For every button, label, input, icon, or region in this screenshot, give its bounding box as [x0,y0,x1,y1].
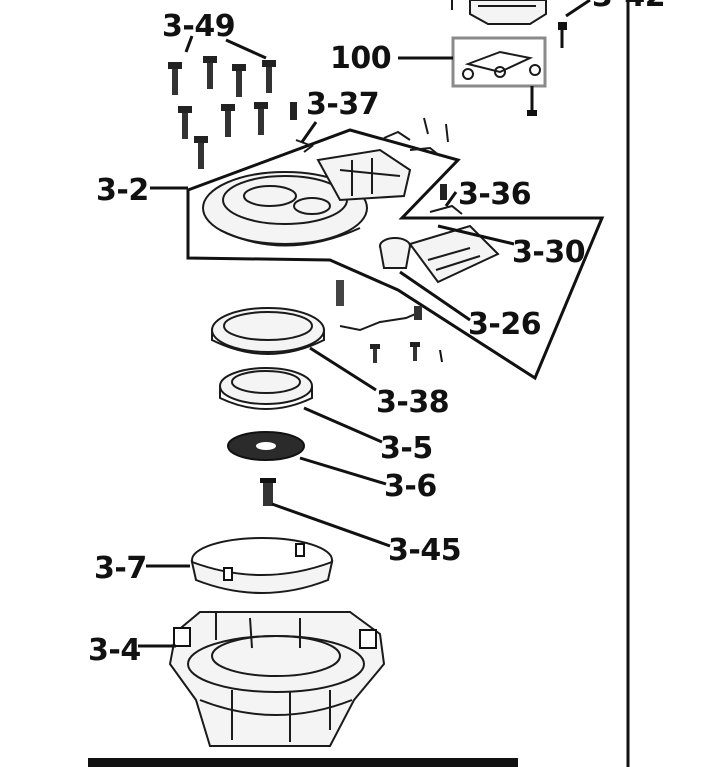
screw-under-100 [527,86,537,116]
assembly-frame-3-2 [186,128,605,381]
part-3-26 [379,237,411,269]
leader-3-36 [444,191,458,207]
base-housing-3-4 [168,611,386,747]
top-cover-part [451,0,547,25]
clip-3-36 [429,184,463,215]
rotor-3-5 [219,367,313,410]
label-3-2: 3-2 [96,173,149,208]
leader-3-26 [399,270,471,322]
screw-3-42 [558,22,567,48]
screw-3-45 [260,478,276,506]
label-3-26: 3-26 [468,307,541,342]
board-3-30 [408,224,500,284]
label-3-49: 3-49 [162,9,235,44]
housing-3-2 [202,148,412,247]
disc-3-6 [227,431,305,461]
leader-3-5 [303,406,383,444]
small-parts-cluster [336,280,443,363]
label-3-4: 3-4 [88,633,141,668]
label-3-5: 3-5 [380,431,433,466]
leader-3-45 [271,502,391,548]
screw-set-3-49 [168,56,276,169]
leader-3-49 [184,35,194,53]
label-3-7: 3-7 [94,551,147,586]
leader-3-49b [225,38,267,60]
label-100: 100 [330,41,391,76]
label-3-38: 3-38 [376,385,449,420]
leader-3-6 [299,456,387,486]
label-3-45: 3-45 [388,533,461,568]
leader-3-30 [437,224,515,246]
label-3-6: 3-6 [384,469,437,504]
label-3-30: 3-30 [512,235,585,270]
leader-3-38 [309,346,377,392]
pins-3-37 [290,102,449,157]
collar-3-7 [190,537,334,594]
leader-3-37 [300,121,318,143]
bottom-bar [88,758,518,767]
ring-3-38 [211,307,325,355]
label-3-36: 3-36 [458,177,531,212]
label-3-37: 3-37 [306,87,379,122]
label-3-42: 3-42 [592,0,665,14]
circuit-board-100 [451,36,547,88]
